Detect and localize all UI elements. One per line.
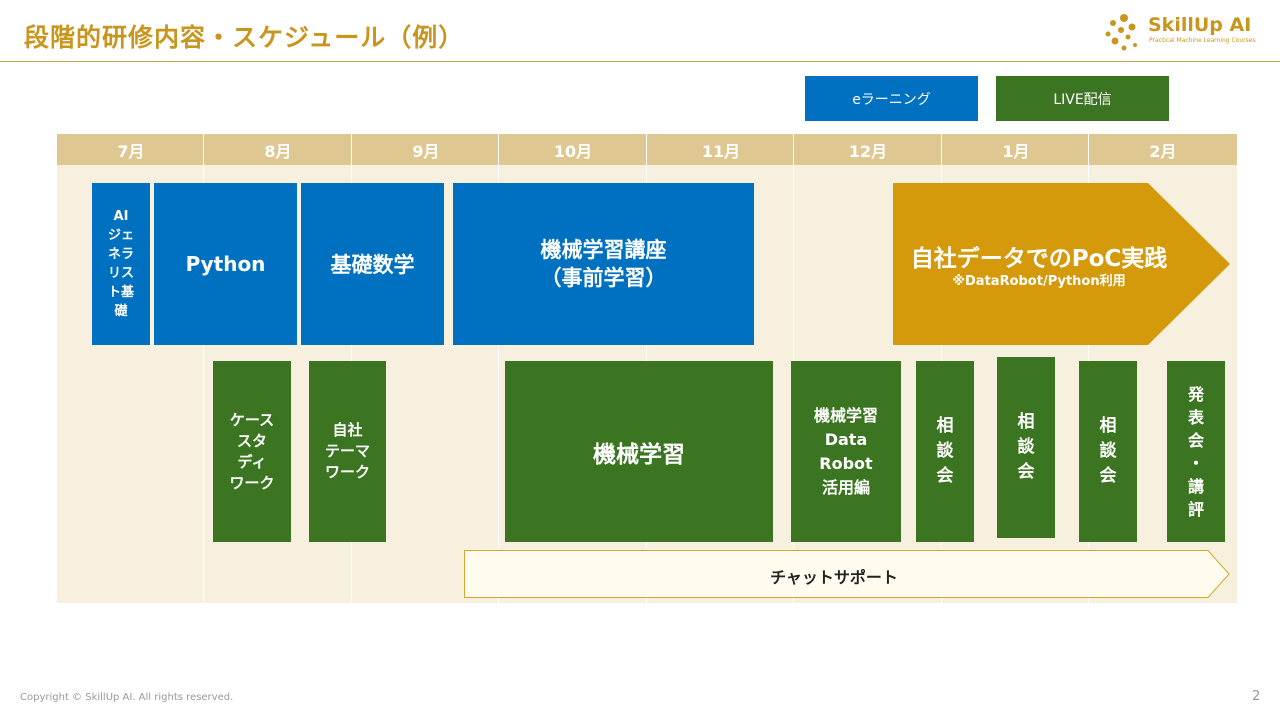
python-block: Python — [154, 183, 297, 345]
page-title: 段階的研修内容・スケジュール（例） — [24, 23, 465, 52]
month-label: 12月 — [848, 141, 888, 161]
month-divider — [498, 134, 499, 603]
chat-support-arrow: チャットサポート — [464, 550, 1230, 598]
copyright-text: Copyright © SkillUp AI. All rights reser… — [20, 692, 234, 703]
legend-elearning: eラーニング — [805, 76, 978, 121]
month-label: 2月 — [1149, 141, 1177, 161]
basic-math-block: 基礎数学 — [301, 183, 444, 345]
logo-dots-icon — [1105, 14, 1137, 51]
logo-wordmark: SkillUp AI — [1148, 14, 1252, 36]
consultation-block: 相 談 会 — [1079, 361, 1137, 542]
poc-subtitle: ※DataRobot/Python利用 — [952, 274, 1126, 289]
page-number: 2 — [1252, 689, 1261, 704]
legend-live: LIVE配信 — [996, 76, 1169, 121]
month-label: 10月 — [553, 141, 593, 161]
month-label: 9月 — [412, 141, 440, 161]
consultation-block: 相 談 会 — [997, 357, 1055, 538]
month-label: 8月 — [264, 141, 292, 161]
consultation-block: 相 談 会 — [916, 361, 974, 542]
month-label: 11月 — [701, 141, 741, 161]
case-study-block: ケース スタ ディ ワーク — [213, 361, 291, 542]
ai-generalist-block: AI ジェ ネラ リス ト基 礎 — [92, 183, 150, 345]
presentation-block: 発 表 会 ・ 講 評 — [1167, 361, 1225, 542]
machine-learning-block: 機械学習 — [505, 361, 773, 542]
company-logo: SkillUp AI Practical Machine Learning Co… — [1100, 10, 1265, 54]
month-header-row — [57, 134, 1237, 165]
month-label: 1月 — [1002, 141, 1030, 161]
ml-course-block: 機械学習講座 （事前学習） — [453, 183, 754, 345]
theme-work-block: 自社 テーマ ワーク — [309, 361, 386, 542]
poc-title: 自社データでのPoC実践 — [910, 246, 1168, 272]
poc-practice-arrow: 自社データでのPoC実践 ※DataRobot/Python利用 — [893, 183, 1230, 345]
month-label: 7月 — [117, 141, 145, 161]
month-divider — [203, 134, 204, 603]
chat-arrow-shape — [464, 550, 1230, 598]
chat-support-label: チャットサポート — [770, 568, 898, 587]
poc-arrow-shape — [893, 183, 1230, 345]
datarobot-block: 機械学習 Data Robot 活用編 — [791, 361, 901, 542]
logo-tagline: Practical Machine Learning Courses — [1149, 37, 1256, 44]
title-divider — [0, 61, 1280, 62]
